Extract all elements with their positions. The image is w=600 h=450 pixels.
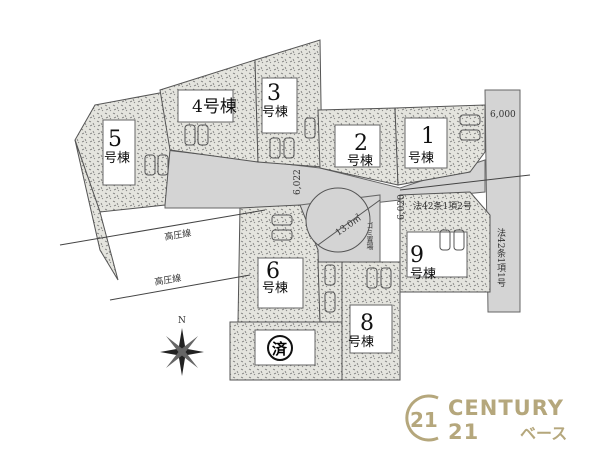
lot-8-suffix: 号棟 xyxy=(348,335,374,350)
sold-label: 済 xyxy=(272,340,288,358)
svg-text:21: 21 xyxy=(410,408,438,432)
north-label: N xyxy=(178,316,186,326)
logo-name: CENTURY 21 xyxy=(448,396,564,444)
lot-9-number: 9 xyxy=(410,243,424,268)
garbage-label: ゴミ置場 xyxy=(366,221,374,251)
compass-icon xyxy=(160,328,204,376)
power-line-label-2: 高圧線 xyxy=(154,272,183,288)
lot-6-number: 6 xyxy=(266,259,280,284)
lot-1-number: 1 xyxy=(421,124,435,149)
leader-line xyxy=(399,174,531,191)
road-type-2: 法42条1項2号 xyxy=(413,200,472,212)
diameter-line xyxy=(317,199,381,246)
power-line-2 xyxy=(109,274,251,301)
lot-5-extension xyxy=(74,139,119,281)
lot-8-number: 8 xyxy=(360,311,374,336)
lot-3-number: 3 xyxy=(267,81,281,106)
cul-de-sac xyxy=(305,187,371,253)
road-width-left: 6,022 xyxy=(293,169,303,195)
lot-5-number: 5 xyxy=(108,127,122,152)
parking-spaces xyxy=(144,114,481,313)
lot-2-number: 2 xyxy=(354,131,368,156)
century21-logo: 21 CENTURY 21 ベース xyxy=(400,392,600,447)
buildings xyxy=(102,77,468,366)
lot-2-suffix: 号棟 xyxy=(347,154,373,169)
road-type-1: 法42条1項1号 xyxy=(495,227,506,288)
power-line-1 xyxy=(59,209,266,246)
power-line-label-1: 高圧線 xyxy=(164,227,193,243)
sold-badge xyxy=(267,335,293,361)
road-width-right: 6,020 xyxy=(397,194,407,220)
lot-5-suffix: 号棟 xyxy=(104,151,130,166)
logo-sub: ベース xyxy=(520,424,568,443)
century21-mark-icon: 21 xyxy=(405,394,439,442)
road-width-top-right: 6,000 xyxy=(490,110,516,120)
lot-3-suffix: 号棟 xyxy=(262,105,288,120)
lot-1-suffix: 号棟 xyxy=(408,151,434,166)
lot-4-number: 4号棟 xyxy=(192,97,237,117)
lot-6-suffix: 号棟 xyxy=(262,281,288,296)
lot-9-suffix: 号棟 xyxy=(410,267,436,282)
